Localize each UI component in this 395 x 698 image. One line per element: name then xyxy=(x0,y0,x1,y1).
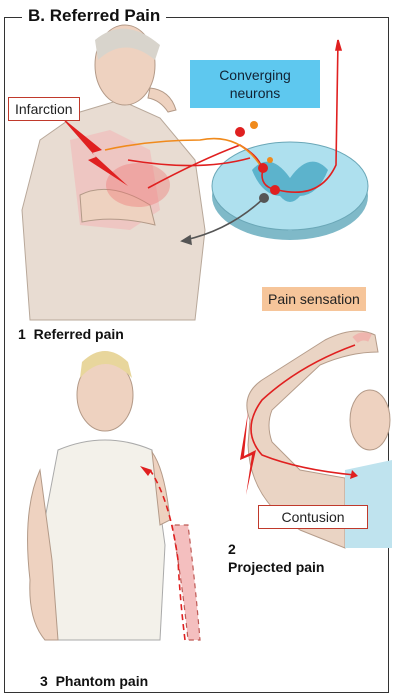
caption-phantom-text: Phantom pain xyxy=(56,673,149,689)
contusion-label: Contusion xyxy=(258,505,368,529)
pain-sensation-label: Pain sensation xyxy=(262,287,366,311)
caption-projected: 2 Projected pain xyxy=(228,540,324,576)
caption-projected-number: 2 xyxy=(228,540,324,558)
caption-referred: 1 Referred pain xyxy=(18,325,124,343)
spinal-cord-section xyxy=(212,142,368,240)
caption-referred-text: Referred pain xyxy=(34,326,124,342)
caption-referred-number: 1 xyxy=(18,326,26,342)
infarction-label: Infarction xyxy=(8,97,80,121)
converging-neurons-label: Converging neurons xyxy=(190,60,320,108)
caption-phantom: 3 Phantom pain xyxy=(40,672,148,690)
caption-phantom-number: 3 xyxy=(40,673,48,689)
phantom-pain-figure xyxy=(28,351,200,640)
caption-projected-text: Projected pain xyxy=(228,558,324,576)
